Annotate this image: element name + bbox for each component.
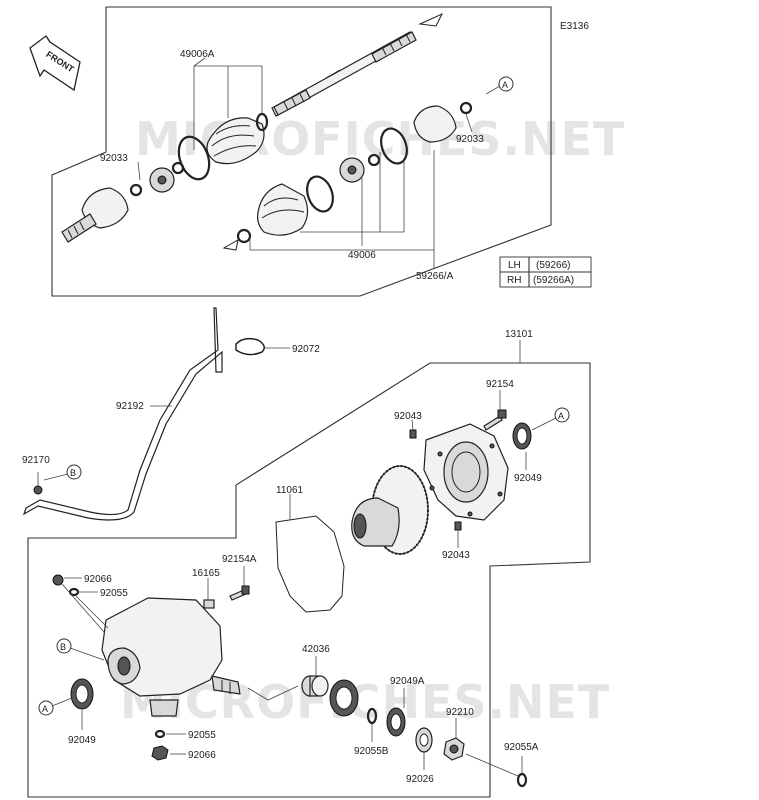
label-92055a: 92055A bbox=[504, 742, 539, 753]
leader-59266a bbox=[249, 150, 435, 268]
pin-16165 bbox=[203, 578, 215, 609]
leader-92033-right bbox=[465, 113, 473, 133]
diagram-code: E3136 bbox=[560, 21, 589, 32]
label-59266a: 59266/A bbox=[416, 271, 454, 282]
label-92210: 92210 bbox=[446, 707, 474, 718]
oil-seal-92049a bbox=[386, 688, 406, 737]
callout-a-bottom: A bbox=[38, 697, 73, 716]
callout-a-seal: A bbox=[531, 407, 570, 431]
leader-pinion bbox=[247, 685, 299, 701]
label-92154: 92154 bbox=[486, 379, 514, 390]
cv-joint-right bbox=[413, 101, 473, 143]
svg-text:A: A bbox=[42, 704, 48, 714]
svg-text:B: B bbox=[60, 642, 66, 652]
hose-clip-92170 bbox=[33, 472, 43, 495]
label-92049-top: 92049 bbox=[514, 473, 542, 484]
plug-92066-bottom bbox=[151, 745, 186, 761]
legend-rh-part: (59266A) bbox=[533, 275, 574, 286]
legend-lh-side: LH bbox=[508, 260, 521, 271]
label-92154a: 92154A bbox=[222, 554, 257, 565]
cover-plate bbox=[423, 423, 509, 521]
breather-hose bbox=[22, 307, 223, 521]
label-92033-right: 92033 bbox=[456, 134, 484, 145]
washer-92055-top bbox=[68, 587, 98, 597]
leader-49006a bbox=[193, 57, 263, 150]
o-ring-92055a bbox=[465, 753, 528, 788]
callout-b-hose: B bbox=[43, 464, 82, 481]
oil-seal-92049-top bbox=[512, 422, 532, 470]
final-drive-housing bbox=[101, 597, 241, 717]
svg-text:B: B bbox=[70, 468, 76, 478]
label-92072: 92072 bbox=[292, 344, 320, 355]
leader-49006 bbox=[300, 152, 405, 246]
bearing bbox=[329, 679, 359, 717]
leader-plug-to-housing bbox=[61, 583, 109, 633]
label-92170: 92170 bbox=[22, 455, 50, 466]
callout-b-housing: B bbox=[56, 638, 105, 661]
tripod-joint-right bbox=[339, 127, 408, 183]
label-11061: 11061 bbox=[276, 485, 304, 496]
bolt-92154 bbox=[483, 390, 507, 431]
washer-92055-bottom bbox=[154, 729, 186, 739]
oil-seal-92049-bottom bbox=[70, 678, 94, 730]
label-92192: 92192 bbox=[116, 401, 144, 412]
spacer-42036 bbox=[301, 656, 329, 697]
cv-joint-left bbox=[61, 187, 129, 243]
label-92055-top: 92055 bbox=[100, 588, 128, 599]
leader-92033-left bbox=[137, 161, 141, 181]
label-92055-bottom: 92055 bbox=[188, 730, 216, 741]
label-92033-left: 92033 bbox=[100, 153, 128, 164]
label-92049a: 92049A bbox=[390, 676, 425, 687]
boot-outer-left bbox=[177, 112, 269, 181]
front-arrow-icon: FRONT bbox=[29, 35, 81, 92]
label-92066-top: 92066 bbox=[84, 574, 112, 585]
washer-92026 bbox=[415, 727, 433, 770]
legend-rh-side: RH bbox=[507, 275, 521, 286]
frame-final-drive bbox=[27, 362, 591, 798]
frame-driveshaft bbox=[51, 6, 552, 297]
drive-shaft bbox=[271, 12, 444, 117]
tripod-joint-left bbox=[129, 161, 185, 197]
label-92026: 92026 bbox=[406, 774, 434, 785]
label-49006: 49006 bbox=[348, 250, 376, 261]
plug-92066-top bbox=[52, 574, 82, 586]
pin-92043-top bbox=[409, 419, 417, 439]
label-92043-top: 92043 bbox=[394, 411, 422, 422]
bolt-92154a bbox=[229, 566, 250, 601]
label-92043-mid: 92043 bbox=[442, 550, 470, 561]
pin-92043-mid bbox=[454, 521, 462, 548]
gasket-11061 bbox=[275, 494, 345, 613]
ring-gear-differential bbox=[351, 465, 429, 555]
label-92049-bottom: 92049 bbox=[68, 735, 96, 746]
boot-inner bbox=[222, 175, 334, 251]
hose-clamp bbox=[235, 337, 290, 356]
svg-text:A: A bbox=[558, 411, 564, 421]
ring-92055b bbox=[366, 707, 378, 742]
label-49006a: 49006A bbox=[180, 49, 215, 60]
nut-92210 bbox=[443, 718, 465, 761]
side-legend-table: LH (59266) RH (59266A) bbox=[499, 256, 592, 288]
label-92066-bottom: 92066 bbox=[188, 750, 216, 761]
label-92055b: 92055B bbox=[354, 746, 389, 757]
legend-lh-part: (59266) bbox=[536, 260, 570, 271]
label-13101: 13101 bbox=[505, 329, 533, 340]
callout-a-top: A bbox=[485, 76, 514, 95]
label-16165: 16165 bbox=[192, 568, 220, 579]
svg-text:A: A bbox=[502, 80, 508, 90]
label-42036: 42036 bbox=[302, 644, 330, 655]
